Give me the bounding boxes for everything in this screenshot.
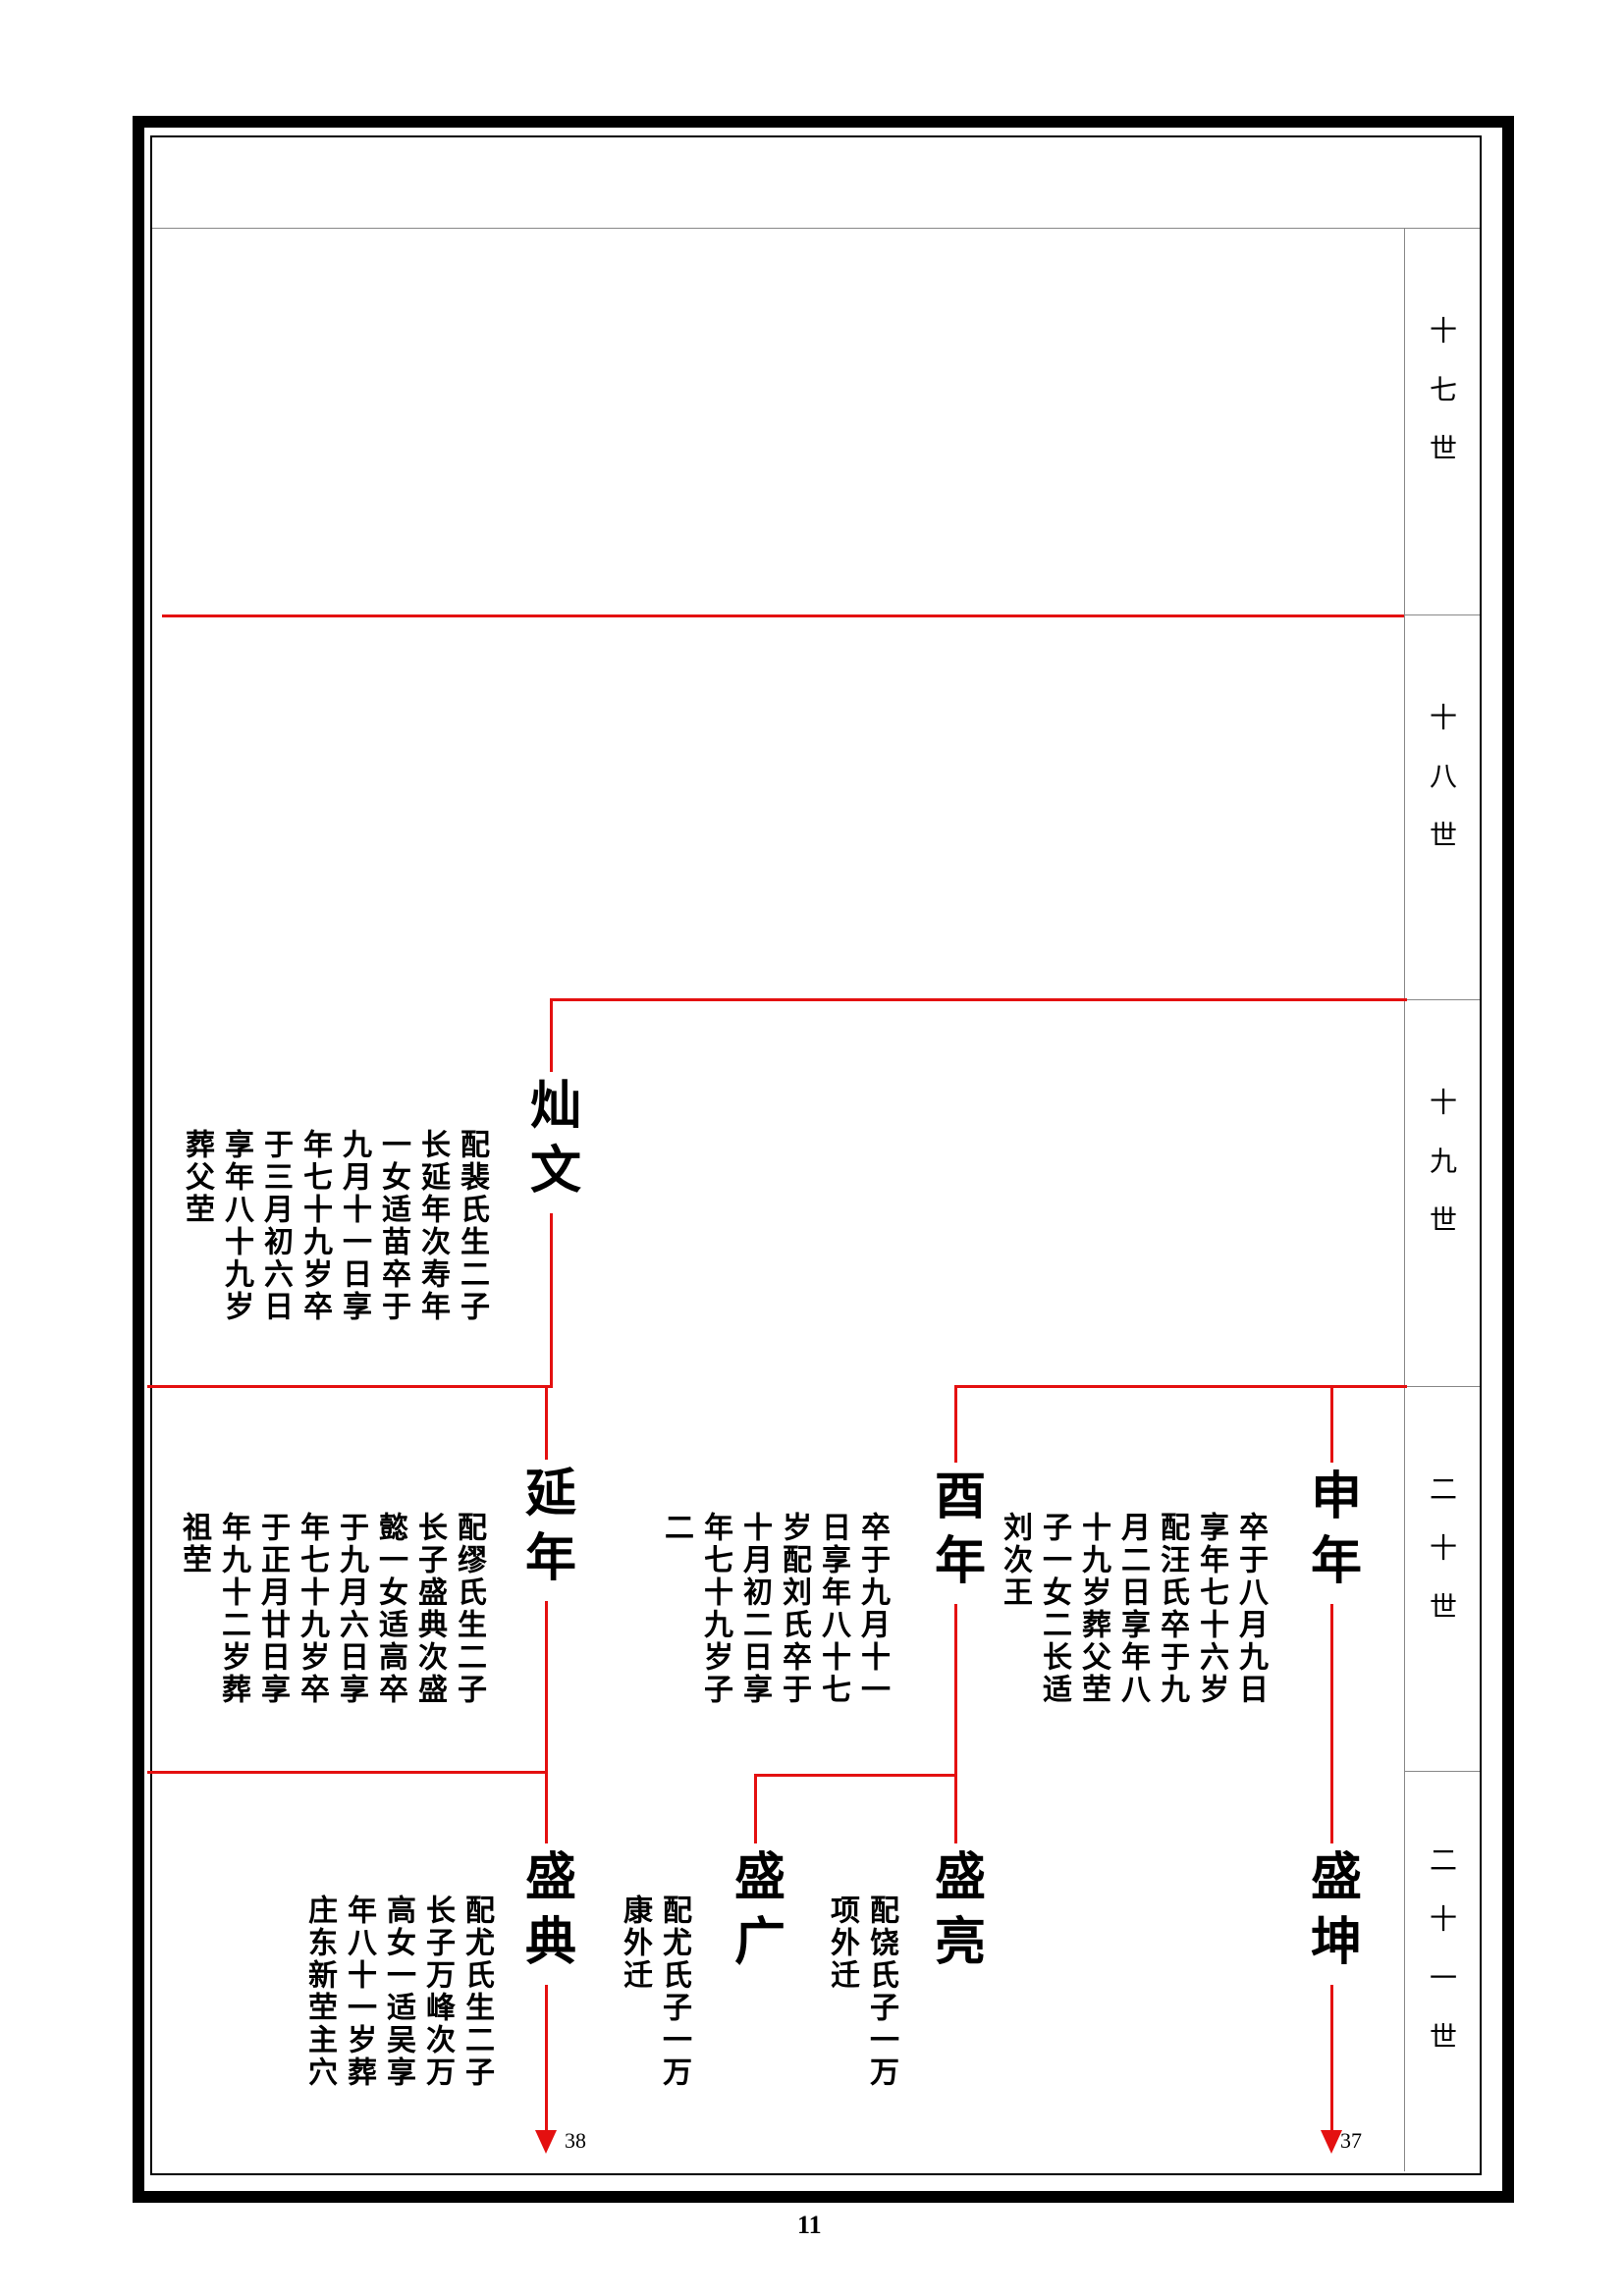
person-name-yannian[interactable]: 延年	[516, 1460, 576, 1601]
bio-column: 于正月廿日享	[255, 1512, 290, 1706]
bio-column: 配缪氏生二子	[452, 1512, 486, 1706]
bio-column: 十月初二日享	[737, 1512, 772, 1706]
person-name-younian[interactable]: 酉年	[926, 1463, 986, 1604]
person-name-shengliang[interactable]: 盛亮	[926, 1843, 986, 1985]
bio-column: 子一女二长适	[1037, 1512, 1071, 1706]
arrow-down-icon	[535, 2130, 557, 2154]
bio-column: 高女一适吴享	[381, 1895, 415, 2089]
person-name-canwen[interactable]: 灿文	[521, 1072, 581, 1213]
bio-column: 于三月初六日	[258, 1129, 293, 1323]
bio-column: 配裴氏生二子	[455, 1129, 489, 1323]
generation-column-divider	[1404, 228, 1405, 2171]
lineage-line	[545, 1385, 548, 2141]
bio-column: 二	[659, 1512, 693, 1544]
generation-label-18: 十八世	[1426, 703, 1458, 880]
generation-label-17: 十七世	[1426, 316, 1458, 493]
bio-column: 享年七十六岁	[1194, 1512, 1228, 1706]
person-bio-shengdian: 配尤氏生二子长子万峰次万高女一适吴享年八十一岁葬庄东新茔主穴	[299, 1895, 496, 2089]
bio-column: 年七十九岁子	[698, 1512, 732, 1706]
bio-column: 配饶氏子一万	[864, 1895, 898, 2089]
bio-column: 配尤氏生二子	[460, 1895, 494, 2089]
page-number: 11	[797, 2211, 822, 2239]
bio-column: 年九十二岁葬	[216, 1512, 250, 1706]
row-divider	[1404, 999, 1480, 1000]
lineage-line	[954, 1385, 1407, 1388]
bio-column: 于九月六日享	[334, 1512, 368, 1706]
bio-column: 十九岁葬父茔	[1076, 1512, 1110, 1706]
continuation-page-ref[interactable]: 37	[1340, 2128, 1362, 2153]
person-bio-younian: 卒于九月十一日享年八十七岁配刘氏卒于十月初二日享年七十九岁子二	[656, 1512, 892, 1706]
lineage-line	[754, 1774, 957, 1777]
lineage-line	[147, 1385, 553, 1388]
bio-column: 月二日享年八	[1115, 1512, 1150, 1706]
bio-column: 年七十九岁卒	[298, 1129, 332, 1323]
bio-column: 一女适苗卒于	[376, 1129, 410, 1323]
lineage-line	[147, 1771, 548, 1774]
lineage-line	[1330, 1385, 1333, 2141]
row-divider	[1404, 614, 1480, 615]
person-name-shengguang[interactable]: 盛广	[726, 1843, 785, 1985]
arrow-down-icon	[1321, 2130, 1342, 2154]
person-bio-shennian: 卒于八月九日享年七十六岁配汪氏卒于九月二日享年八十九岁葬父茔子一女二长适刘次王	[995, 1512, 1270, 1706]
bio-column: 长子盛典次盛	[412, 1512, 447, 1706]
bio-column: 年八十一岁葬	[342, 1895, 376, 2089]
bio-column: 康外迁	[618, 1895, 652, 1992]
page-frame-inner	[150, 135, 1482, 2175]
bio-column: 长延年次寿年	[415, 1129, 450, 1323]
bio-column: 九月十一日享	[337, 1129, 371, 1323]
header-divider	[152, 228, 1480, 229]
lineage-line	[754, 1774, 757, 1846]
person-name-shennian[interactable]: 申年	[1302, 1463, 1362, 1604]
generation-label-21: 二十一世	[1426, 1845, 1458, 2081]
row-divider	[1404, 1386, 1480, 1387]
bio-column: 刘次王	[998, 1512, 1032, 1609]
lineage-line	[550, 998, 1407, 1001]
generation-label-20: 二十世	[1426, 1474, 1458, 1651]
bio-column: 庄东新茔主穴	[302, 1895, 337, 2089]
person-name-shengdian[interactable]: 盛典	[516, 1843, 576, 1985]
lineage-line	[954, 1385, 957, 1846]
bio-column: 项外迁	[825, 1895, 859, 1992]
page-frame-outer	[133, 116, 1514, 2203]
person-bio-shengliang: 配饶氏子一万项外迁	[822, 1895, 900, 2089]
generation-label-19: 十九世	[1426, 1088, 1458, 1264]
bio-column: 长子万峰次万	[420, 1895, 455, 2089]
bio-column: 配汪氏卒于九	[1155, 1512, 1189, 1706]
bio-column: 配尤氏子一万	[657, 1895, 691, 2089]
person-bio-yannian: 配缪氏生二子长子盛典次盛懿一女适高卒于九月六日享年七十九岁卒于正月廿日享年九十二…	[174, 1512, 488, 1706]
person-bio-shengguang: 配尤氏子一万康外迁	[615, 1895, 693, 2089]
bio-column: 卒于八月九日	[1233, 1512, 1268, 1706]
bio-column: 祖茔	[177, 1512, 211, 1576]
bio-column: 岁配刘氏卒于	[777, 1512, 811, 1706]
row-divider	[1404, 1771, 1480, 1772]
bio-column: 年七十九岁卒	[295, 1512, 329, 1706]
bio-column: 日享年八十七	[816, 1512, 850, 1706]
bio-column: 懿一女适高卒	[373, 1512, 407, 1706]
bio-column: 葬父茔	[180, 1129, 214, 1226]
person-bio-canwen: 配裴氏生二子长延年次寿年一女适苗卒于九月十一日享年七十九岁卒于三月初六日享年八十…	[177, 1129, 491, 1323]
lineage-line	[162, 614, 1404, 617]
person-name-shengkun[interactable]: 盛坤	[1302, 1843, 1362, 1985]
bio-column: 享年八十九岁	[219, 1129, 253, 1323]
continuation-page-ref[interactable]: 38	[565, 2128, 586, 2153]
bio-column: 卒于九月十一	[855, 1512, 890, 1706]
